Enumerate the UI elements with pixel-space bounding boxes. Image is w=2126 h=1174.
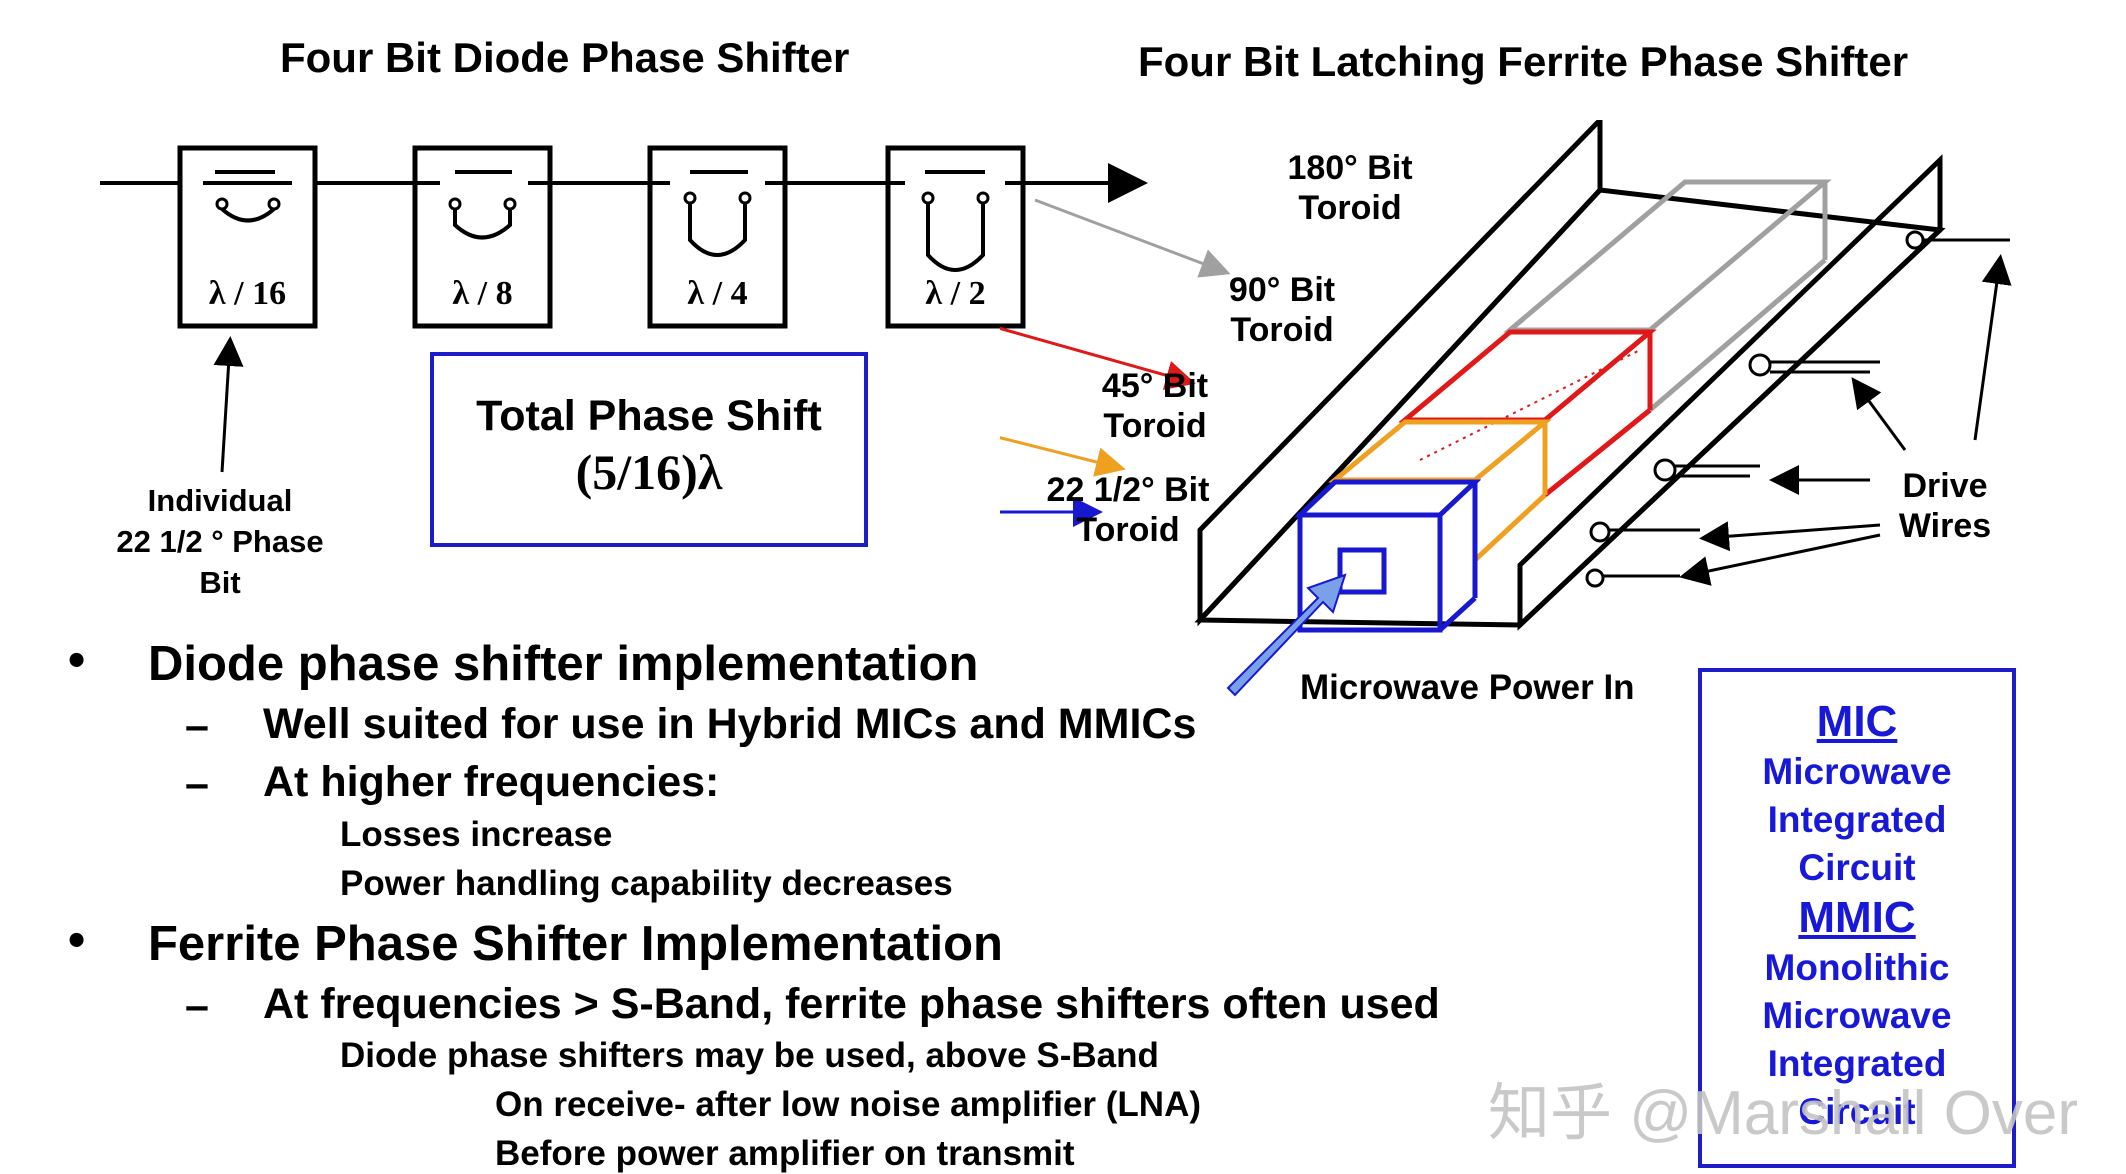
toroid-180 [1503,179,1832,412]
total-phase-shift-title: Total Phase Shift [476,392,822,440]
bullet-diode: Diode phase shifter implementation [148,637,979,691]
mmic-line-1: Monolithic [1764,947,1950,988]
sub-hybrid-mics: Well suited for use in Hybrid MICs and M… [263,700,1197,748]
individual-bit-arrow [213,336,244,473]
zhihu-watermark: 知乎 @Marshall Over [1488,1079,2079,1148]
dash-1: – [185,702,209,750]
toroid-90-label: 90° Bit Toroid [1228,271,1336,349]
bit-box-4 [647,145,788,329]
bit-label-2: λ / 2 [925,275,986,312]
mmic-line-3: Integrated [1767,1043,1947,1084]
individual-bit-label: Individual 22 1/2 ° Phase Bit [116,483,324,600]
toroid-180-label: 180° Bit Toroid [1287,149,1413,227]
microwave-power-in-label: Microwave Power In [1300,668,1635,707]
microwave-power-arrow [1226,573,1347,697]
bit-box-8 [412,145,553,329]
mic-heading: MIC [1816,697,1898,746]
bit-box-16 [177,145,318,329]
arrow-90 [1000,326,1196,390]
diode-schematic [100,145,1148,473]
mic-line-3: Circuit [1798,847,1916,888]
drive-wires-label: Drive Wires [1898,467,1992,545]
bit-label-16: λ / 16 [208,275,287,312]
total-phase-shift-value: (5/16)λ [575,444,723,500]
arrow-180 [1034,198,1231,278]
bit-label-4: λ / 4 [687,275,748,312]
item-diode-above-s-band: Diode phase shifters may be used, above … [340,1036,1159,1075]
toroid-22 [1293,479,1482,633]
total-phase-shift-box: Total Phase Shift (5/16)λ [430,352,868,547]
mic-glossary-box: MIC Microwave Integrated Circuit MMIC Mo… [1698,668,2016,1168]
mmic-line-4: Circuit [1798,1091,1916,1132]
dash-2: – [185,760,209,808]
mmic-line-2: Microwave [1762,995,1952,1036]
dash-3: – [185,982,209,1030]
mic-line-1: Microwave [1762,751,1952,792]
item-power-handling: Power handling capability decreases [340,864,953,903]
drive-wire-terminals [1585,230,2010,588]
mmic-heading: MMIC [1798,893,1916,942]
mic-line-2: Integrated [1767,799,1947,840]
item-before-pa: Before power amplifier on transmit [495,1134,1075,1173]
toroid-22-label: 22 1/2° Bit Toroid [1046,471,1210,549]
bullet-ferrite: Ferrite Phase Shifter Implementation [148,917,1003,971]
arrow-45 [1000,436,1126,477]
bit-box-2 [885,145,1026,329]
ferrite-shifter-title: Four Bit Latching Ferrite Phase Shifter [1138,38,1909,85]
bit-label-8: λ / 8 [452,275,513,312]
toroid-45-label: 45° Bit Toroid [1101,367,1209,445]
bullet-dot-2: • [68,913,86,967]
ferrite-drawing [1000,120,2012,697]
item-losses: Losses increase [340,815,613,854]
drive-wire-arrows [1679,254,2012,586]
diode-shifter-title: Four Bit Diode Phase Shifter [280,34,850,81]
sub-s-band: At frequencies > S-Band, ferrite phase s… [263,980,1440,1028]
item-on-receive: On receive- after low noise amplifier (L… [495,1085,1201,1124]
bullet-dot-1: • [68,633,86,687]
sub-higher-freq: At higher frequencies: [263,758,720,806]
